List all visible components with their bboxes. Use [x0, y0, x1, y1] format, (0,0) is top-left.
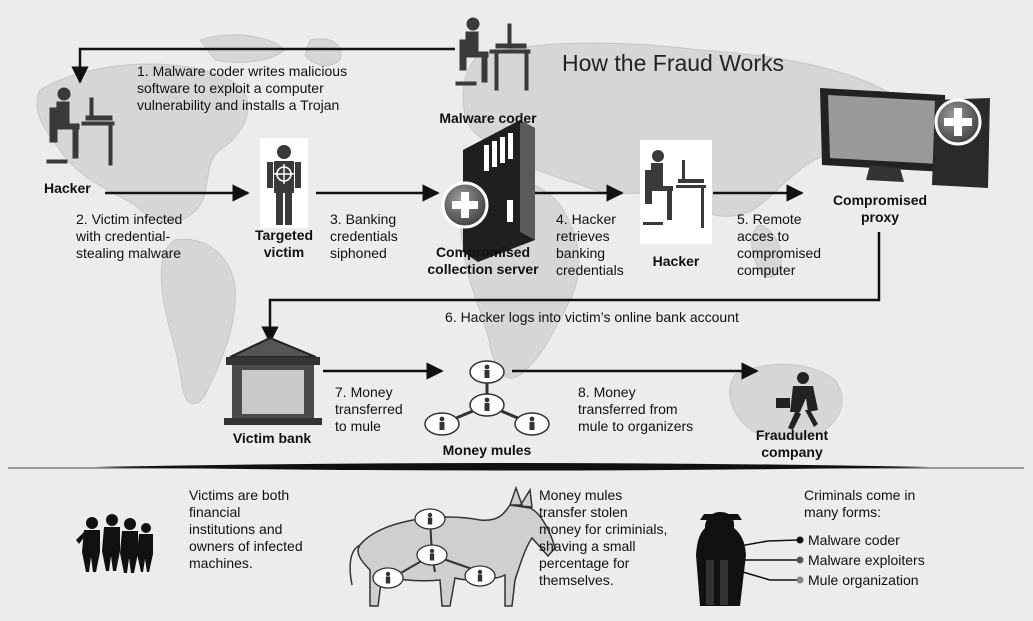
criminal-type-mule-organization: Mule organization — [808, 572, 919, 588]
step-7-text: 7. Money transferred to mule — [335, 384, 403, 434]
criminals-group-icon — [76, 514, 153, 573]
criminals-heading: Criminals come in many forms: — [804, 487, 916, 520]
criminal-figure-icon — [696, 512, 746, 606]
step-1-text: 1. Malware coder writes malicious softwa… — [137, 63, 348, 113]
step-6-text: 6. Hacker logs into victim’s online bank… — [445, 309, 739, 325]
label-collection-server: Compromised collection server — [427, 244, 539, 277]
label-hacker-mid: Hacker — [652, 253, 700, 269]
victim-bank-icon — [224, 336, 322, 425]
label-victim-bank: Victim bank — [232, 430, 312, 446]
step-4-text: 4. Hacker retrieves banking credentials — [556, 211, 624, 278]
section-divider — [95, 463, 930, 471]
criminal-type-malware-exploiters: Malware exploiters — [808, 552, 925, 568]
hacker-left-icon — [46, 87, 115, 166]
donkey-icon — [349, 485, 556, 607]
money-mules-network — [424, 360, 550, 436]
label-compromised-proxy: Compromised proxy — [832, 192, 928, 225]
label-money-mules: Money mules — [442, 442, 532, 458]
step-5-text: 5. Remote acces to compromised computer — [737, 211, 822, 278]
step-3-text: 3. Banking credentials siphoned — [330, 211, 398, 261]
step-2-text: 2. Victim infected with credential- stea… — [76, 211, 183, 261]
arrow-proxy-to-bank — [261, 232, 881, 344]
diagram-title: How the Fraud Works — [562, 50, 784, 76]
criminal-callouts — [733, 539, 799, 581]
collection-server-icon — [441, 120, 535, 262]
step-8-text: 8. Money transferred from mule to organi… — [578, 384, 694, 434]
label-hacker-left: Hacker — [44, 180, 91, 196]
criminal-type-malware-coder: Malware coder — [808, 532, 900, 548]
arrow-coder-to-hacker — [71, 47, 455, 84]
callout-dots — [796, 536, 804, 584]
victims-note: Victims are both financial institutions … — [189, 487, 303, 571]
hacker-mid-icon — [640, 140, 712, 244]
fraudulent-company-icon — [776, 372, 818, 430]
targeted-victim-icon — [260, 138, 308, 228]
malware-coder-icon — [455, 17, 531, 91]
label-fraudulent-company: Fraudulent company — [755, 427, 829, 460]
label-targeted-victim: Targeted victim — [254, 227, 314, 260]
money-mules-note: Money mules transfer stolen money for cr… — [539, 487, 668, 588]
flow-arrows — [71, 47, 881, 380]
compromised-proxy-icon — [820, 88, 990, 188]
label-malware-coder: Malware coder — [439, 110, 537, 126]
